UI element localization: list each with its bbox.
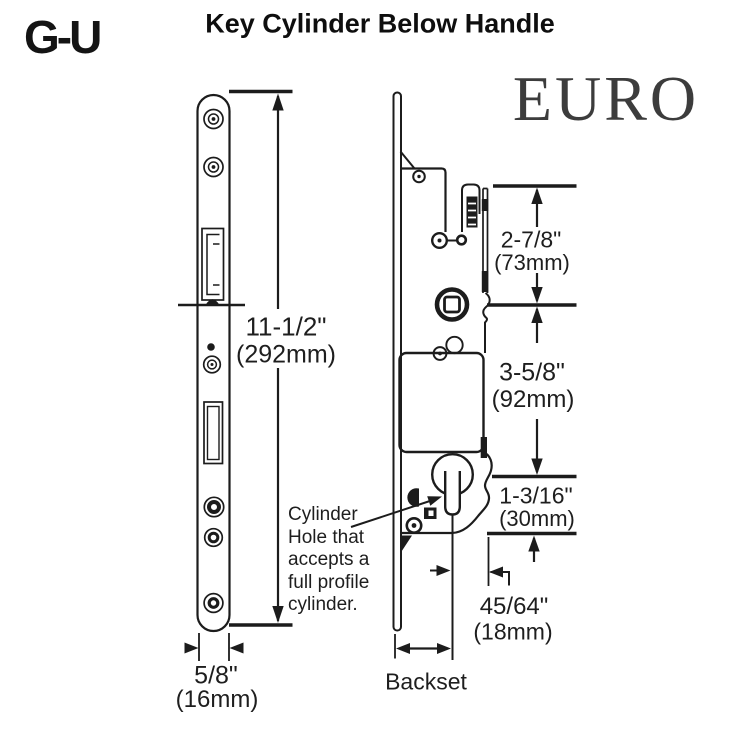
latch-tip [205, 299, 220, 305]
mid-section-metric: (92mm) [491, 386, 575, 413]
gearbox-case [398, 351, 485, 454]
screw-hole-top-1 [203, 108, 224, 130]
annotation-line: full profile [288, 571, 370, 593]
page-title: Key Cylinder Below Handle [205, 8, 555, 39]
arrow-down-icon [272, 606, 284, 623]
case-tab [480, 437, 487, 458]
arrow-up-icon [272, 93, 284, 111]
euro-standard-label: EURO [512, 63, 700, 134]
mid-section-imperial: 3-5/8" [499, 358, 565, 387]
dimension-offset [430, 537, 510, 586]
plate-width-imperial: 5/8" [194, 661, 238, 690]
latch-bolt [466, 196, 478, 228]
case-rivets [432, 335, 464, 361]
rivet-mid [431, 231, 449, 249]
screw-hole-bottom-1 [203, 496, 225, 518]
gu-logo: G-U [24, 11, 102, 63]
arrow-left-icon [229, 642, 244, 654]
cylinder-bulge-outline [400, 451, 493, 535]
annotation-line: accepts a [288, 549, 370, 570]
faceplate-outline [196, 93, 231, 633]
stop-block [424, 507, 437, 519]
dimension-plate-height [229, 89, 293, 627]
backset-label: Backset [385, 668, 467, 695]
dimension-plate-width [184, 633, 244, 661]
top-section-metric: (73mm) [494, 250, 570, 275]
cylinder-section-metric: (30mm) [499, 506, 575, 531]
euro-cylinder-hole [431, 453, 475, 516]
cylinder-hole-leader [350, 496, 442, 528]
dimension-stack-right [487, 184, 577, 562]
leader-arrow-icon [427, 496, 442, 506]
dimension-backset [394, 634, 451, 659]
annotation-line: cylinder. [288, 594, 358, 615]
small-hole [207, 343, 215, 351]
faceplate-edge-outline [392, 91, 402, 632]
cylinder-section-imperial: 1-3/16" [499, 482, 573, 509]
offset-metric: (18mm) [473, 618, 553, 645]
offset-imperial: 45/64" [479, 593, 549, 620]
rivet-top [412, 169, 426, 184]
annotation-line: Cylinder [288, 504, 358, 525]
annotation-line: Hole that [288, 526, 365, 548]
body-back-edge [481, 187, 491, 353]
screw-hole-top-2 [203, 156, 224, 178]
arrow-right-icon [184, 642, 199, 654]
faceplate-front-view [178, 93, 245, 633]
rivet-bottom [405, 516, 423, 534]
spindle-follower [434, 287, 470, 322]
screw-hole-mid [202, 355, 222, 374]
plate-height-metric: (292mm) [235, 340, 337, 369]
latch-housing [461, 183, 481, 232]
top-section-imperial: 2-7/8" [500, 226, 562, 253]
screw-hole-bottom-3 [203, 592, 224, 614]
screw-hole-bottom-2 [203, 527, 224, 548]
plate-height-imperial: 11-1/2" [245, 311, 327, 342]
pivot-pin [455, 234, 468, 246]
cylinder-hole-annotation: Cylinder Hole that accepts a full profil… [288, 504, 369, 617]
cam-hole [407, 488, 419, 507]
case-wedge [400, 535, 412, 553]
plate-width-metric: (16mm) [175, 686, 259, 713]
deadbolt-cutout [203, 401, 224, 465]
lock-body-side-view [392, 91, 493, 660]
